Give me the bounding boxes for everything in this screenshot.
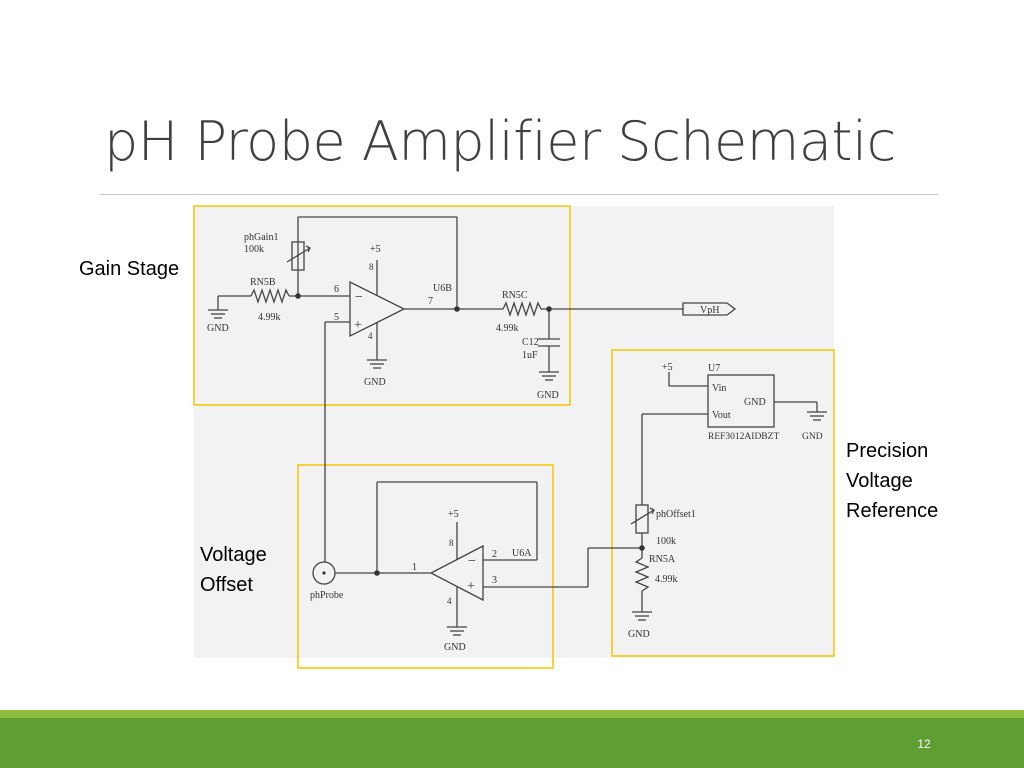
u7-name-label: U7	[708, 363, 720, 374]
u6a-minus-sign: −	[468, 554, 476, 569]
u7-vout-pin-label: Vout	[712, 410, 731, 421]
u6a-plus-sign: +	[467, 579, 475, 594]
gain-stage-box	[193, 205, 571, 406]
rn5c-value-label: 4.99k	[496, 323, 519, 334]
rn5a-name-label: RN5A	[649, 554, 676, 565]
u6b-pin4-label: 4	[368, 331, 373, 341]
rn5b-name-label: RN5B	[250, 277, 276, 288]
u6b-plus-sign: +	[354, 318, 362, 333]
title-divider	[100, 194, 938, 195]
u7-gnd-pin-label: GND	[744, 397, 766, 408]
u6a-pin2-label: 2	[492, 549, 497, 560]
u6b-supply-label: +5	[370, 244, 381, 255]
u6b-gnd-label: GND	[364, 377, 386, 388]
u6b-name-label: U6B	[433, 283, 452, 294]
rn5b-value-label: 4.99k	[258, 312, 281, 323]
precision-reference-box	[611, 349, 835, 657]
u6b-pin5-label: 5	[334, 312, 339, 323]
c12-gnd-symbol	[539, 371, 559, 381]
u7-gnd-label: GND	[802, 432, 823, 442]
gain-stage-label: Gain Stage	[79, 258, 180, 280]
footer-accent-stripe	[0, 710, 1024, 718]
rn5a-gnd-symbol	[632, 611, 652, 621]
c12-value-label: 1uF	[522, 350, 538, 361]
phoffset-value-label: 100k	[656, 536, 676, 547]
u6a-supply-label: +5	[448, 509, 459, 520]
rn5c-resistor	[502, 300, 542, 318]
u6b-minus-sign: −	[355, 290, 363, 305]
voltage-offset-label-line2: Offset	[200, 574, 253, 596]
c12-name-label: C12	[522, 337, 539, 348]
c12-gnd-label: GND	[537, 390, 559, 401]
u7-reference-ic	[707, 374, 775, 428]
precision-reference-label-line1: Precision	[846, 440, 929, 462]
precision-reference-label-line3: Reference	[846, 500, 939, 522]
rn5a-value-label: 4.99k	[655, 574, 678, 585]
vph-label: VpH	[700, 305, 719, 316]
footer-bar	[0, 718, 1024, 768]
u6a-gnd-symbol	[447, 626, 467, 636]
voltage-offset-label-line1: Voltage	[200, 544, 267, 566]
rn5a-gnd-label: GND	[628, 629, 650, 640]
page-number: 12	[917, 737, 931, 751]
u6b-pin6-label: 6	[334, 284, 339, 295]
precision-reference-label-line2: Voltage	[846, 470, 913, 492]
u6a-pin3-label: 3	[492, 575, 497, 586]
phgain-name-label: phGain1	[244, 232, 278, 243]
u7-gnd-symbol	[807, 411, 827, 421]
rn5a-resistor	[634, 557, 650, 592]
phgain-potentiometer	[291, 241, 305, 271]
rn5c-name-label: RN5C	[502, 290, 528, 301]
u6b-gnd-symbol	[367, 359, 387, 369]
junction-dots	[295, 293, 645, 576]
rn5b-gnd-label: GND	[207, 323, 229, 334]
phgain-value-label: 100k	[244, 244, 264, 255]
u6a-name-label: U6A	[512, 548, 532, 559]
u7-supply-label: +5	[662, 362, 673, 373]
u6b-pin8-label: 8	[369, 262, 374, 272]
voltage-offset-box	[297, 464, 554, 669]
schematic-background	[194, 206, 834, 658]
u6a-pin1-label: 1	[412, 562, 417, 573]
phprobe-label: phProbe	[310, 590, 344, 601]
u6a-pin4-label: 4	[447, 596, 452, 606]
u7-part-label: REF3012AIDBZT	[708, 432, 779, 442]
phoffset-name-label: phOffset1	[656, 509, 696, 520]
u6a-gnd-label: GND	[444, 642, 466, 653]
u6a-pin8-label: 8	[449, 538, 454, 548]
rn5b-resistor	[250, 287, 290, 305]
rn5b-gnd-symbol	[208, 296, 228, 319]
u7-vin-pin-label: Vin	[712, 383, 726, 394]
vph-port	[682, 302, 737, 316]
slide-title: pH Probe Amplifier Schematic	[104, 110, 896, 173]
u6b-pin7-label: 7	[428, 296, 433, 307]
